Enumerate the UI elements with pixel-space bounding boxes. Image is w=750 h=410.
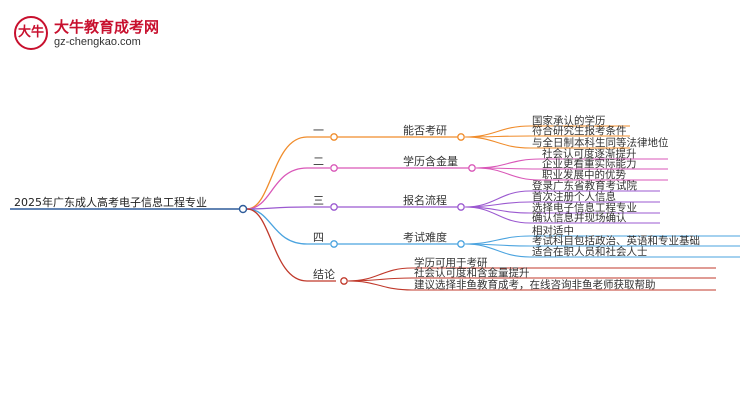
mindmap-nodes: 2025年广东成人高考电子信息工程专业 一 能否考研 国家承认的学历符合研究生报考条件… bbox=[14, 114, 700, 291]
leaf-label-2-1: 社会认可度逐渐提升 bbox=[542, 147, 637, 160]
leaf-link-3-4 bbox=[464, 206, 660, 224]
branch-link-5 bbox=[246, 208, 336, 282]
leaf-label-4-1: 相对适中 bbox=[532, 224, 574, 237]
branch-number-3: 三 bbox=[313, 194, 324, 207]
branch-junction-3 bbox=[330, 203, 338, 211]
branch-label-3: 报名流程 bbox=[403, 193, 447, 207]
branch-number-2: 二 bbox=[313, 155, 324, 168]
branch-label-4: 考试难度 bbox=[403, 230, 447, 244]
branch-junction-4 bbox=[330, 240, 338, 248]
branch-junction-2 bbox=[330, 164, 338, 172]
leaf-link-2-3 bbox=[475, 167, 668, 181]
brand-logo[interactable]: 大牛 大牛教育成考网 gz-chengkao.com bbox=[14, 14, 214, 54]
branch-node-4 bbox=[457, 240, 465, 248]
branch-label-5: 结论 bbox=[313, 267, 335, 281]
leaf-label-1-1: 国家承认的学历 bbox=[532, 114, 606, 127]
leaf-label-3-3: 选择电子信息工程专业 bbox=[532, 201, 637, 214]
branch-link-2 bbox=[246, 167, 330, 210]
leaf-link-4-3 bbox=[464, 243, 740, 258]
leaf-label-5-2: 社会认可度和含金量提升 bbox=[414, 266, 530, 279]
leaf-link-1-3 bbox=[464, 136, 630, 149]
branch-node-2 bbox=[468, 164, 476, 172]
branch-node-1 bbox=[457, 133, 465, 141]
leaf-label-3-2: 首次注册个人信息 bbox=[532, 190, 616, 203]
leaf-label-5-3: 建议选择非鱼教育成考，在线咨询非鱼老师获取帮助 bbox=[414, 278, 656, 291]
branch-number-4: 四 bbox=[313, 231, 324, 244]
branch-label-1: 能否考研 bbox=[403, 123, 447, 137]
leaf-label-4-2: 考试科目包括政治、英语和专业基础 bbox=[532, 234, 700, 247]
leaf-label-1-3: 与全日制本科生同等法律地位 bbox=[532, 136, 669, 149]
leaf-label-1-2: 符合研究生报考条件 bbox=[532, 124, 627, 137]
leaf-link-5-3 bbox=[347, 280, 716, 291]
mindmap-links bbox=[10, 125, 740, 291]
root-node-circle bbox=[238, 204, 248, 214]
branch-junction-5 bbox=[340, 277, 348, 285]
leaf-label-2-2: 企业更看重实际能力 bbox=[542, 157, 637, 170]
branch-junction-1 bbox=[330, 133, 338, 141]
leaf-label-5-1: 学历可用于考研 bbox=[414, 256, 488, 269]
branch-link-4 bbox=[246, 208, 330, 245]
logo-badge: 大牛 bbox=[14, 16, 48, 50]
leaf-label-3-4: 确认信息并现场确认 bbox=[532, 211, 627, 224]
leaf-label-3-1: 登录广东省教育考试院 bbox=[532, 179, 637, 192]
leaf-label-2-3: 职业发展中的优势 bbox=[542, 168, 626, 181]
branch-link-1 bbox=[246, 136, 330, 210]
leaf-label-4-3: 适合在职人员和社会人士 bbox=[532, 245, 648, 258]
branch-link-3 bbox=[246, 206, 330, 210]
root-node-label: 2025年广东成人高考电子信息工程专业 bbox=[14, 195, 207, 209]
branch-label-2: 学历含金量 bbox=[403, 154, 458, 168]
branch-node-3 bbox=[457, 203, 465, 211]
brand-name: 大牛教育成考网 bbox=[54, 18, 160, 36]
branch-number-1: 一 bbox=[313, 124, 324, 137]
brand-url: gz-chengkao.com bbox=[54, 36, 141, 48]
